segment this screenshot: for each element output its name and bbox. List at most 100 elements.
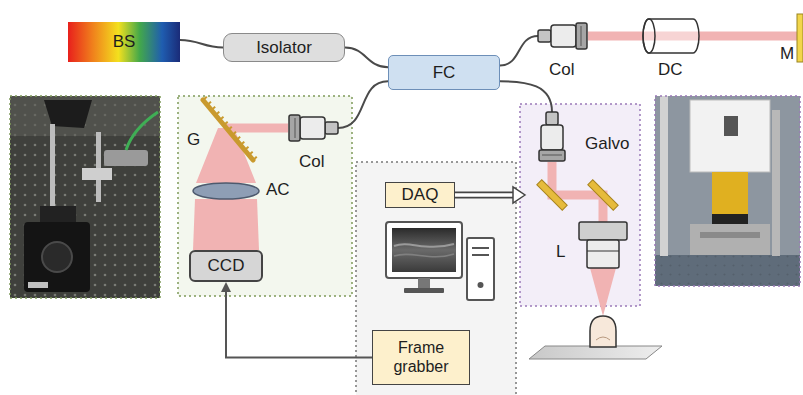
collimator-symbol [295, 118, 296, 138]
galvo-scanner-symbol [542, 155, 562, 156]
spectrometer-photo [96, 132, 101, 202]
arrow-head [513, 187, 525, 203]
computer-icon [472, 254, 489, 256]
probe-photo [712, 172, 748, 214]
node-label: Isolator [256, 38, 312, 58]
galvo-scanner: Galvo [525, 112, 635, 212]
sample-illustration [590, 268, 616, 316]
computer-icon [418, 278, 430, 288]
computer-icon [394, 254, 454, 257]
dispersion-compensator-symbol [643, 19, 699, 53]
sample-illustration [529, 268, 662, 359]
grating-symbol [245, 147, 249, 150]
galvo-scanner-symbol [541, 125, 563, 150]
control-arrow [455, 187, 525, 203]
collimator-symbol [325, 122, 338, 134]
probe-photo [772, 110, 780, 256]
camera-box: CCD [189, 250, 263, 282]
objective-symbol [587, 240, 619, 268]
signal-arrow [221, 282, 372, 358]
node-label: Galvo [585, 134, 629, 154]
node-label: G [187, 130, 200, 150]
light-source-box: BS [68, 22, 180, 62]
collimator-symbol [289, 115, 338, 141]
signal-line [226, 292, 372, 358]
spectrometer-photo [42, 242, 72, 272]
grating: G [185, 98, 257, 164]
grating-symbol [249, 152, 253, 155]
computer-icon [392, 228, 456, 272]
optical-fiber [500, 81, 552, 112]
light-beam [699, 32, 797, 41]
node-label: BS [113, 32, 136, 52]
optical-fiber [338, 81, 388, 128]
computer-icon [467, 238, 494, 300]
frame-grabber-box: Frame grabber [372, 330, 470, 385]
spectrometer-photo [40, 206, 76, 224]
spectrometer-photo [126, 112, 158, 150]
node-label: L [556, 242, 565, 262]
sample-illustration [590, 316, 616, 347]
galvo-scanner-symbol [588, 180, 618, 210]
computer-icon [386, 222, 494, 300]
node-label: Frame grabber [381, 339, 461, 376]
galvo-scanner-symbol [539, 150, 565, 161]
dispersion-compensator-symbol [643, 19, 655, 53]
node-label: M [780, 44, 794, 64]
spectrometer-photo [50, 124, 55, 210]
spectrometer-photo [104, 150, 148, 166]
spectrometer-photo [10, 96, 160, 298]
computer-panel [356, 162, 516, 395]
node-label: DC [658, 60, 683, 80]
spectrometer-photo [44, 100, 92, 128]
daq-box: DAQ [385, 182, 455, 208]
node-label: FC [433, 63, 456, 83]
mirror-symbol [797, 14, 803, 62]
probe-photo [700, 232, 760, 238]
spectrometer-panel [178, 96, 352, 296]
probe-photo [660, 96, 668, 256]
probe-photo [655, 96, 800, 286]
probe-photo [655, 255, 800, 286]
optical-fiber [500, 36, 538, 66]
light-beam [599, 212, 608, 222]
node-label: DAQ [402, 185, 439, 205]
grating-symbol [220, 117, 224, 120]
control-arrow [455, 193, 513, 197]
grating-symbol [232, 132, 236, 135]
grating-symbol [203, 97, 207, 100]
optical-fiber [345, 48, 388, 68]
isolator-box: Isolator [223, 33, 345, 62]
computer-icon [404, 288, 444, 293]
collimator-symbol [289, 115, 300, 141]
probe-photo [690, 100, 770, 172]
grating-symbol [253, 157, 257, 160]
optical-fiber [180, 40, 223, 48]
probe-photo [655, 96, 800, 286]
optical-fiber [345, 48, 388, 68]
light-beam [193, 199, 259, 250]
collimator-symbol [300, 117, 325, 139]
collimator: Col [538, 22, 590, 80]
sample-illustration [529, 346, 662, 359]
spectrometer-photo [24, 222, 90, 292]
grating-symbol [241, 142, 245, 145]
probe-photo [655, 255, 800, 286]
optical-fiber [500, 81, 552, 112]
computer-icon [386, 222, 462, 278]
collimator-symbol [581, 26, 582, 46]
probe-photo [712, 214, 748, 224]
sample-arm-panel [520, 104, 640, 306]
galvo-scanner-symbol [546, 112, 558, 125]
grating-symbol [228, 127, 232, 130]
optical-fiber [338, 81, 388, 128]
spectrometer-photo [28, 282, 48, 288]
probe-photo [690, 224, 770, 255]
collimator-symbol [551, 25, 576, 47]
collimator: Col [288, 114, 340, 172]
computer-icon [478, 282, 484, 288]
reference-mirror: M [778, 12, 803, 70]
node-label: Col [299, 152, 325, 172]
grating-symbol [203, 100, 253, 160]
node-label: CCD [208, 256, 245, 276]
